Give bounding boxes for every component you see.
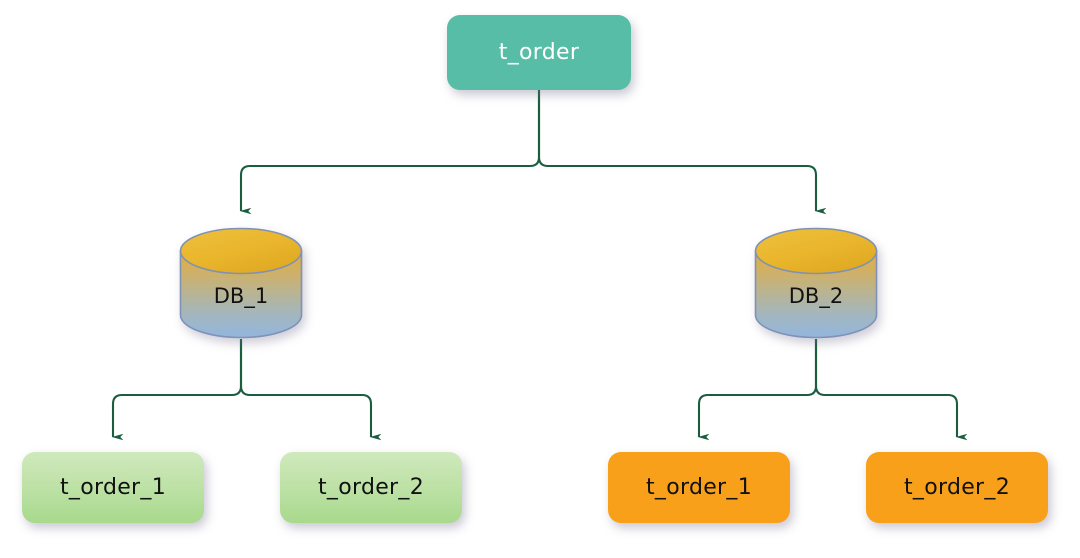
node-label: t_order_2 — [318, 475, 424, 500]
edge-db2-to-table1 — [697, 339, 818, 441]
edge-db2-to-table2 — [814, 339, 968, 441]
node-label: DB_2 — [788, 284, 844, 308]
edge-root-to-db2 — [537, 90, 827, 215]
node-label: t_order_1 — [60, 475, 166, 500]
node-label: DB_1 — [213, 284, 269, 308]
cylinder-shape — [754, 227, 878, 339]
node-label: t_order_2 — [904, 475, 1010, 500]
node-db1-table-order-1[interactable]: t_order_1 — [22, 452, 204, 523]
node-db2-table-order-1[interactable]: t_order_1 — [608, 452, 790, 523]
edge-db1-to-table2 — [239, 339, 382, 441]
cylinder-shape — [179, 227, 303, 339]
edge-root-to-db1 — [239, 90, 541, 215]
node-db1-table-order-2[interactable]: t_order_2 — [280, 452, 462, 523]
edge-db1-to-table1 — [111, 339, 243, 441]
node-db1-cylinder[interactable]: DB_1 — [179, 227, 303, 339]
node-label: t_order — [498, 40, 580, 65]
node-root-t-order[interactable]: t_order — [447, 15, 631, 90]
node-db2-cylinder[interactable]: DB_2 — [754, 227, 878, 339]
node-db2-table-order-2[interactable]: t_order_2 — [866, 452, 1048, 523]
node-label: t_order_1 — [646, 475, 752, 500]
